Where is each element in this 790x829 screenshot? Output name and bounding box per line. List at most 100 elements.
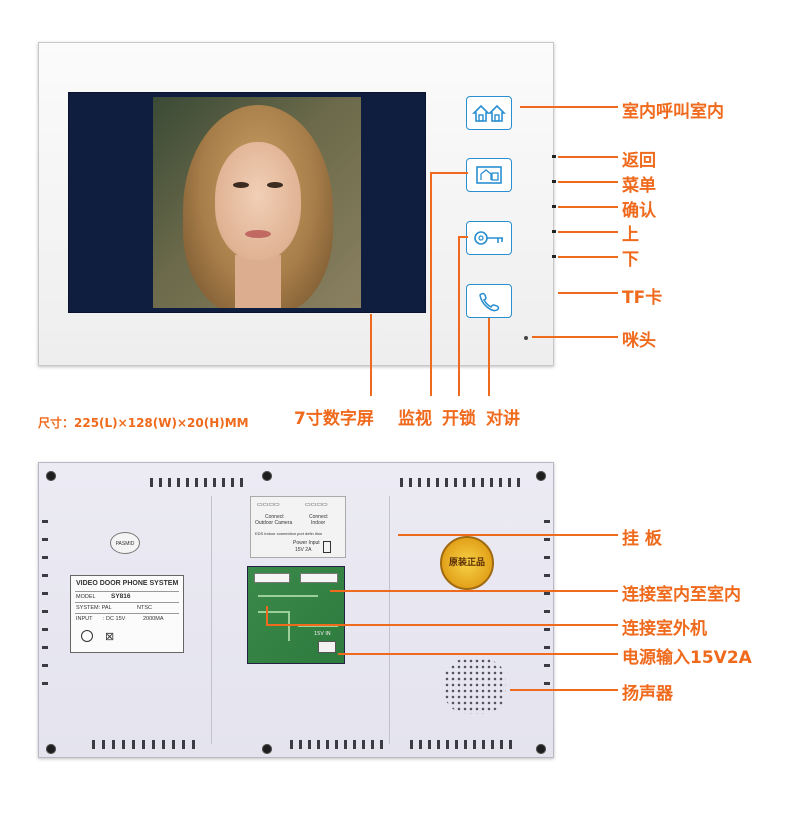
- screw: [46, 471, 56, 481]
- spec-title: VIDEO DOOR PHONE SYSTEM: [76, 580, 179, 587]
- vent-slot: [162, 740, 165, 749]
- hanger-callout-line: [398, 534, 618, 536]
- vent-slot: [42, 574, 48, 577]
- vent-slot: [380, 740, 383, 749]
- vent-slot: [42, 538, 48, 541]
- spec-input-value: : DC 15V: [103, 616, 126, 622]
- monitor-icon: [476, 166, 502, 184]
- vent-slot: [92, 740, 95, 749]
- power-input-label: 电源输入15V2A: [622, 648, 752, 668]
- vent-slot: [112, 740, 115, 749]
- vent-slot: [544, 664, 550, 667]
- down-key[interactable]: [552, 255, 556, 258]
- mic-label: 咪头: [622, 331, 656, 351]
- dimensions-text: 尺寸：225(L)×128(W)×20(H)MM: [38, 416, 249, 430]
- confirm-label: 确认: [622, 201, 656, 221]
- vent-slot: [544, 646, 550, 649]
- outdoor-connector[interactable]: [254, 573, 290, 583]
- screw: [262, 744, 272, 754]
- vent-slot: [42, 520, 48, 523]
- vent-slot: [544, 592, 550, 595]
- talk-callout-line: [488, 318, 490, 396]
- up-callout-line: [558, 231, 618, 233]
- up-label: 上: [622, 225, 639, 245]
- vent-slot: [182, 740, 185, 749]
- vent-slot: [222, 478, 225, 487]
- intercom-button[interactable]: [466, 96, 512, 130]
- vent-slot: [362, 740, 365, 749]
- speaker-callout-line: [510, 689, 618, 691]
- menu-key[interactable]: [552, 180, 556, 183]
- vent-slot: [42, 556, 48, 559]
- vent-slot: [509, 740, 512, 749]
- vent-slot: [446, 740, 449, 749]
- vent-slot: [473, 740, 476, 749]
- vent-slot: [122, 740, 125, 749]
- vent-slot: [472, 478, 475, 487]
- spec-model-value: SY816: [111, 593, 131, 600]
- power-port[interactable]: [318, 641, 336, 653]
- power-callout-line: [338, 653, 618, 655]
- monitor-callout-line-h: [430, 172, 468, 174]
- vent-slot: [317, 740, 320, 749]
- talk-label: 对讲: [486, 409, 520, 429]
- unlock-label: 开锁: [442, 409, 476, 429]
- intercom-callout-line: [520, 106, 618, 108]
- vent-slot: [544, 610, 550, 613]
- vent-slot: [299, 740, 302, 749]
- monitor-button[interactable]: [466, 158, 512, 192]
- indoor-link-label: 连接室内至室内: [622, 585, 741, 605]
- up-key[interactable]: [552, 230, 556, 233]
- confirm-key[interactable]: [552, 205, 556, 208]
- vent-slot: [186, 478, 189, 487]
- connector-sticker: ▭▭▭▭ ▭▭▭▭ Connect Outdoor Camera Connect…: [250, 496, 346, 558]
- vent-slot: [152, 740, 155, 749]
- back-callout-line: [558, 156, 618, 158]
- unlock-button[interactable]: [466, 221, 512, 255]
- screw: [46, 744, 56, 754]
- vent-slot: [508, 478, 511, 487]
- intercom-label: 室内呼叫室内: [622, 102, 724, 122]
- mic-callout-line: [532, 336, 618, 338]
- indoor-connector[interactable]: [300, 573, 338, 583]
- vent-slot: [544, 682, 550, 685]
- genuine-badge: 原装正品: [440, 536, 494, 590]
- vent-slot: [344, 740, 347, 749]
- video-image: [153, 97, 361, 308]
- hanger-label: 挂 板: [622, 529, 662, 549]
- intercom-icon: [472, 104, 506, 122]
- vent-slot: [491, 740, 494, 749]
- microphone-hole: [524, 336, 528, 340]
- talk-button[interactable]: [466, 284, 512, 318]
- speaker-label: 扬声器: [622, 684, 673, 704]
- vent-slot: [102, 740, 105, 749]
- vent-slot: [500, 740, 503, 749]
- vent-slot: [464, 740, 467, 749]
- round-sticker: PASMID: [110, 532, 140, 554]
- down-label: 下: [622, 250, 639, 270]
- screen-label: 7寸数字屏: [294, 409, 374, 429]
- vent-slot: [427, 478, 430, 487]
- vent-slot: [290, 740, 293, 749]
- vent-slot: [490, 478, 493, 487]
- vent-slot: [353, 740, 356, 749]
- vent-slot: [419, 740, 422, 749]
- screw: [536, 744, 546, 754]
- vent-slot: [445, 478, 448, 487]
- back-key[interactable]: [552, 155, 556, 158]
- confirm-callout-line: [558, 206, 618, 208]
- monitor-label: 监视: [398, 409, 432, 429]
- vent-slot: [455, 740, 458, 749]
- vent-slot: [409, 478, 412, 487]
- vent-slot: [499, 478, 502, 487]
- vent-slot: [544, 574, 550, 577]
- phone-handset-icon: [479, 292, 500, 312]
- down-callout-line: [558, 256, 618, 258]
- spec-current: 2000MA: [143, 616, 164, 622]
- screen-callout-line: [370, 314, 372, 396]
- vent-slot: [168, 478, 171, 487]
- vent-slot: [42, 592, 48, 595]
- vent-slot: [240, 478, 243, 487]
- vent-slot: [42, 682, 48, 685]
- vent-slot: [132, 740, 135, 749]
